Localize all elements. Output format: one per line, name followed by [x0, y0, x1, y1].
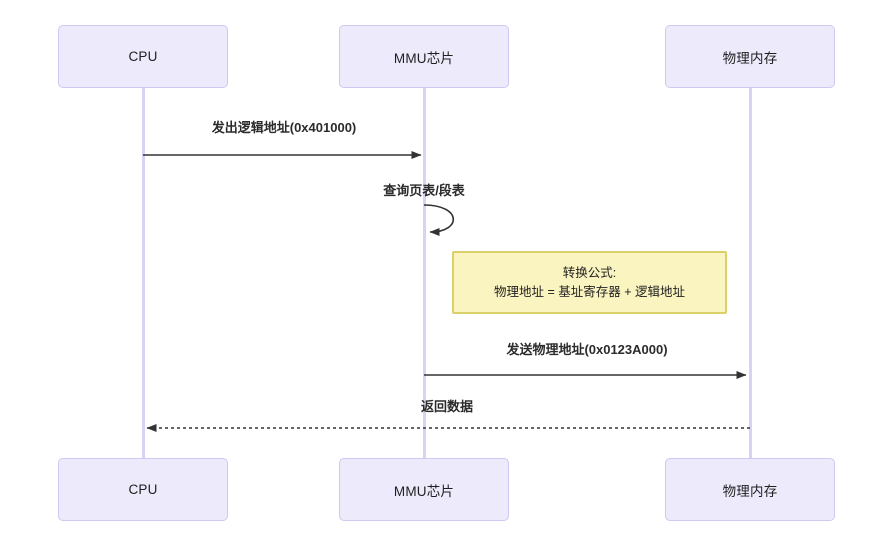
actor-label-cpu-bottom: CPU: [128, 482, 158, 497]
message-label-3: 发送物理地址(0x0123A000): [506, 342, 668, 357]
actor-label-mem-top: 物理内存: [722, 50, 778, 66]
actor-label-mmu-bottom: MMU芯片: [393, 483, 455, 499]
lifeline-mmu: [422, 88, 426, 458]
actor-label-cpu-top: CPU: [128, 49, 158, 64]
actor-box-mem-top[interactable]: 物理内存: [665, 25, 835, 88]
message-arrow-2-selfloop: [423, 204, 455, 236]
message-label-1: 发出逻辑地址(0x401000): [211, 120, 357, 135]
actor-label-mem-bottom: 物理内存: [722, 483, 778, 499]
actor-box-mem-bottom[interactable]: 物理内存: [665, 458, 835, 521]
note-line-formula: 物理地址 = 基址寄存器 + 逻辑地址: [494, 284, 685, 299]
actor-box-mmu-top[interactable]: MMU芯片: [339, 25, 509, 88]
note-line-title: 转换公式:: [562, 266, 617, 281]
actor-box-cpu-bottom[interactable]: CPU: [58, 458, 228, 521]
lifeline-mem: [748, 88, 752, 458]
message-label-2: 查询页表/段表: [383, 183, 465, 198]
lifeline-cpu: [141, 88, 145, 458]
actor-box-cpu-top[interactable]: CPU: [58, 25, 228, 88]
note-box-formula: 转换公式: 物理地址 = 基址寄存器 + 逻辑地址: [452, 251, 727, 314]
actor-box-mmu-bottom[interactable]: MMU芯片: [339, 458, 509, 521]
actor-label-mmu-top: MMU芯片: [393, 50, 455, 66]
message-label-4: 返回数据: [420, 399, 474, 414]
